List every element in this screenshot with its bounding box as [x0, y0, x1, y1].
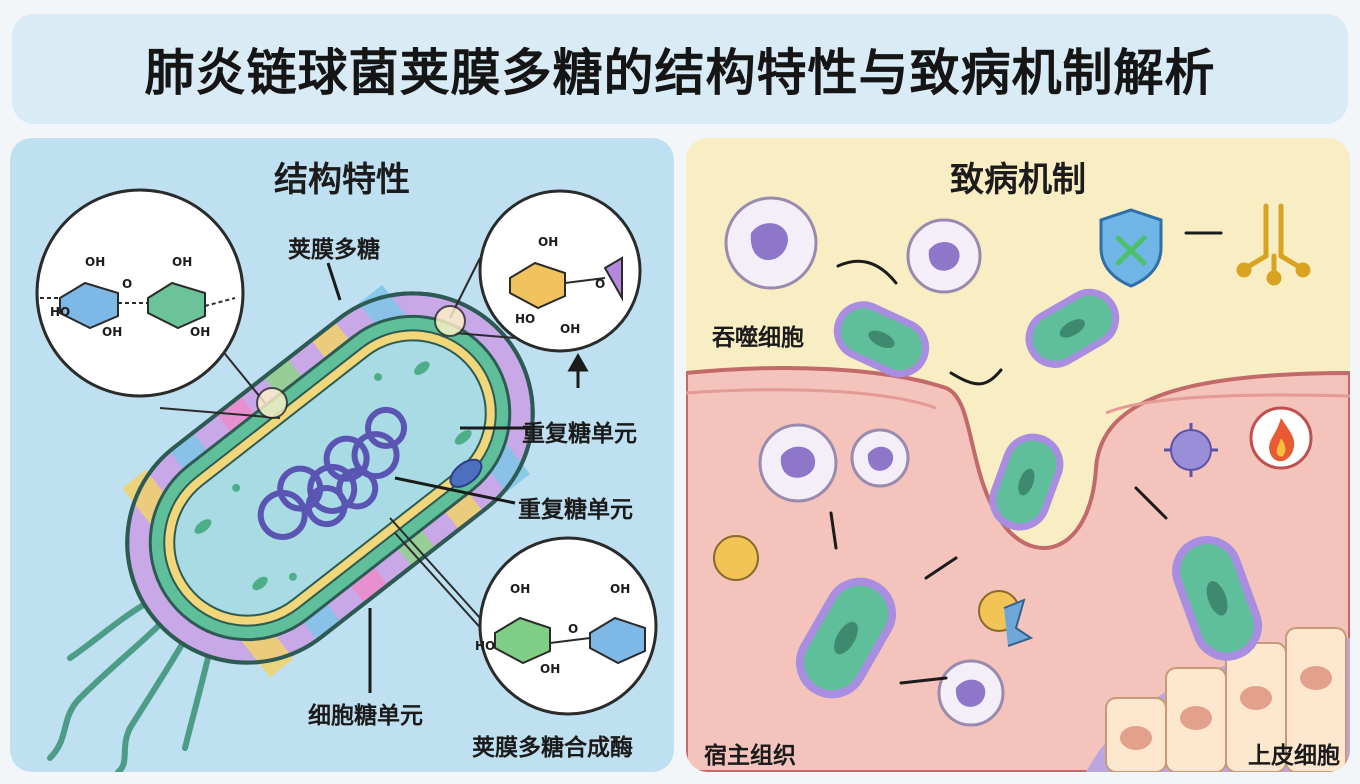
svg-text:HO: HO — [50, 305, 70, 319]
bacterium-icon — [989, 433, 1064, 531]
pathogenesis-panel: 致病机制 吞噬细胞 宿主组织 上皮细胞 — [686, 138, 1350, 772]
debris-icon — [713, 535, 1034, 647]
svg-text:O: O — [122, 277, 132, 291]
svg-text:OH: OH — [85, 255, 105, 269]
bacterium-icon — [1172, 536, 1262, 661]
label-host-tissue: 宿主组织 — [704, 743, 796, 769]
svg-text:OH: OH — [172, 255, 192, 269]
zoom-circle-bottom — [478, 536, 658, 716]
svg-text:O: O — [595, 277, 605, 291]
structure-panel: OH HO OH OH OH O OH HO OH O OH HO OH OH … — [10, 138, 674, 772]
phagocyte-cell-icon — [906, 218, 982, 294]
svg-text:O: O — [568, 622, 578, 636]
phagocyte-cell-icon — [758, 423, 838, 503]
page-title: 肺炎链球菌荚膜多糖的结构特性与致病机制解析 — [144, 44, 1216, 102]
fire-icon — [1249, 406, 1313, 470]
nucleoid — [257, 406, 408, 540]
svg-text:HO: HO — [515, 312, 535, 326]
shield-icon — [1099, 208, 1163, 288]
label-repeat-unit-upper: 重复糖单元 — [522, 421, 637, 447]
svg-text:OH: OH — [610, 582, 630, 596]
ribosomes — [194, 361, 472, 591]
sugar-group-labels: OH HO OH OH OH O OH HO OH O OH HO OH OH … — [50, 235, 630, 676]
label-phagocyte: 吞噬细胞 — [712, 325, 804, 351]
bacterium-icon — [833, 301, 930, 378]
synthase-enzyme — [449, 458, 483, 488]
zoom-circle-left — [35, 188, 245, 398]
pointer-lines — [326, 262, 589, 693]
bacterium — [122, 284, 535, 678]
pathogenesis-illustration — [686, 196, 1350, 772]
svg-text:OH: OH — [560, 322, 580, 336]
structure-illustration: OH HO OH OH OH O OH HO OH O OH HO OH OH … — [35, 188, 658, 772]
svg-text:OH: OH — [102, 325, 122, 339]
pathogenesis-heading: 致病机制 — [950, 160, 1086, 200]
svg-text:OH: OH — [538, 235, 558, 249]
phagocyte-cell-icon — [724, 196, 818, 290]
bacterium-icon — [796, 577, 896, 699]
label-cell-sugar-unit: 细胞糖单元 — [308, 703, 423, 729]
bacterium-icon — [1025, 288, 1120, 368]
flow-arrows — [829, 231, 1223, 685]
svg-text:OH: OH — [190, 325, 210, 339]
antibody-icon — [1236, 203, 1311, 286]
svg-text:HO: HO — [475, 639, 495, 653]
label-repeat-unit-lower: 重复糖单元 — [518, 497, 633, 523]
phagocyte-cell-icon — [937, 659, 1005, 727]
phagocyte-cell-icon — [850, 428, 910, 488]
label-synthase: 荚膜多糖合成酶 — [472, 735, 633, 761]
cytoplasm — [173, 339, 487, 617]
zoom-circle-right — [478, 189, 642, 353]
svg-text:OH: OH — [540, 662, 560, 676]
label-capsule: 荚膜多糖 — [288, 237, 380, 263]
virus-icon — [1164, 423, 1218, 477]
label-epithelial: 上皮细胞 — [1248, 743, 1340, 769]
title-banner: 肺炎链球菌荚膜多糖的结构特性与致病机制解析 — [12, 14, 1348, 124]
structure-heading: 结构特性 — [274, 160, 410, 200]
svg-text:OH: OH — [510, 582, 530, 596]
